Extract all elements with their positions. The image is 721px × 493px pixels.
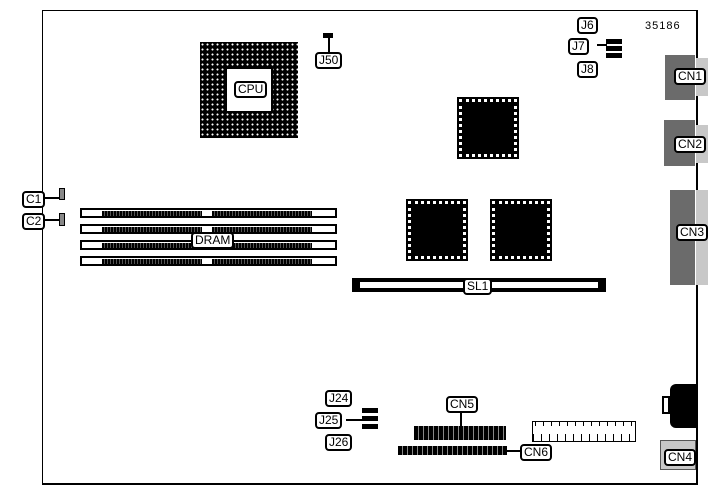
j26-label: J26: [325, 434, 353, 451]
c1-label: C1: [22, 191, 46, 208]
cn3-label: CN3: [676, 224, 709, 241]
jumper-j24: [362, 408, 378, 413]
chip: [490, 199, 552, 261]
j25-label: J25: [315, 412, 343, 429]
capacitor-c2: [59, 213, 65, 226]
power-connector: [532, 421, 636, 442]
capacitor-c1: [59, 188, 65, 200]
sl1-label: SL1: [463, 278, 493, 295]
cn4-label: CN4: [664, 449, 697, 466]
dram-slot: [80, 208, 337, 218]
chip: [406, 199, 468, 261]
figure-id: 35186: [645, 20, 681, 32]
cpu-label: CPU: [234, 81, 268, 98]
cn5-label: CN5: [446, 396, 479, 413]
jumper-j8: [606, 53, 622, 58]
jumper-j25: [362, 416, 378, 421]
dram-label: DRAM: [191, 232, 235, 249]
c2-label: C2: [22, 213, 46, 230]
cn2-label: CN2: [674, 136, 707, 153]
jumper-j50: [323, 33, 333, 38]
cn6-label: CN6: [520, 444, 553, 461]
j6-label: J6: [577, 17, 598, 34]
connector-cn6: [398, 446, 507, 455]
chip: [457, 97, 519, 159]
dram-slot: [80, 256, 337, 266]
j24-label: J24: [325, 390, 353, 407]
cn1-label: CN1: [674, 68, 707, 85]
j7-label: J7: [568, 38, 589, 55]
audio-connector: [670, 384, 697, 428]
jumper-j6: [606, 39, 622, 44]
j8-label: J8: [577, 61, 598, 78]
jumper-j26: [362, 424, 378, 429]
connector-cn5: [414, 426, 506, 440]
j50-label: J50: [315, 52, 343, 69]
jumper-j7: [606, 46, 622, 51]
